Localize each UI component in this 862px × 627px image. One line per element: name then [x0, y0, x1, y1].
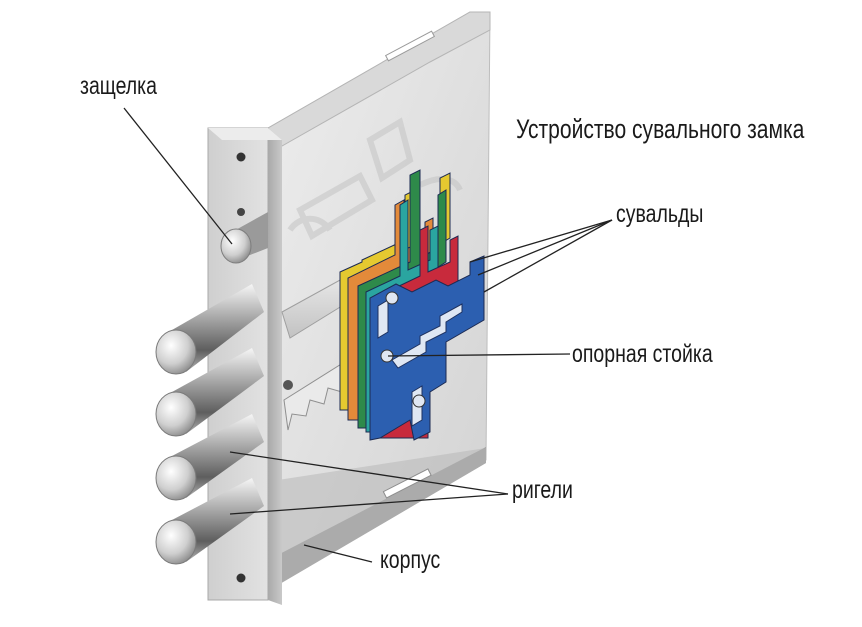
support-post-pin-top — [385, 291, 399, 305]
latch — [220, 212, 268, 264]
leader-latch — [123, 107, 233, 245]
label-levers: сувальды — [616, 200, 704, 228]
label-support-post: опорная стойка — [572, 340, 713, 368]
bolt-2 — [155, 348, 264, 437]
ghost-internals — [287, 117, 463, 241]
leader-support-post — [387, 353, 571, 357]
face-plate-edge — [208, 128, 282, 140]
leader-levers-1 — [469, 219, 613, 263]
lever-blue — [369, 255, 485, 441]
leader-bolts-1 — [229, 451, 509, 495]
lever-stack — [339, 169, 485, 441]
bolt-4 — [155, 478, 264, 565]
lever-blue-gate — [391, 303, 463, 369]
top-flange-slot — [384, 30, 436, 62]
leader-housing — [303, 544, 373, 563]
face-screw-bottom — [236, 573, 246, 583]
leader-bolts-2 — [229, 493, 509, 515]
diagram-title: Устройство сувального замка — [516, 114, 805, 144]
leader-levers-3 — [483, 219, 613, 293]
bolt-3 — [155, 414, 264, 501]
leader-lines — [123, 107, 613, 563]
label-housing: корпус — [380, 546, 441, 574]
lever-blue-slot — [377, 299, 389, 339]
bolt-1 — [155, 284, 264, 375]
bottom-flange-slot — [382, 468, 432, 499]
leader-levers-2 — [477, 219, 613, 276]
face-screw-top — [236, 152, 246, 162]
label-latch: защелка — [80, 72, 158, 100]
label-bolts: ригели — [512, 476, 573, 504]
face-plate-side — [268, 128, 282, 605]
support-post-pin-bottom — [412, 394, 426, 408]
latch-hole-screw — [237, 208, 245, 216]
rack-pin — [283, 380, 293, 390]
